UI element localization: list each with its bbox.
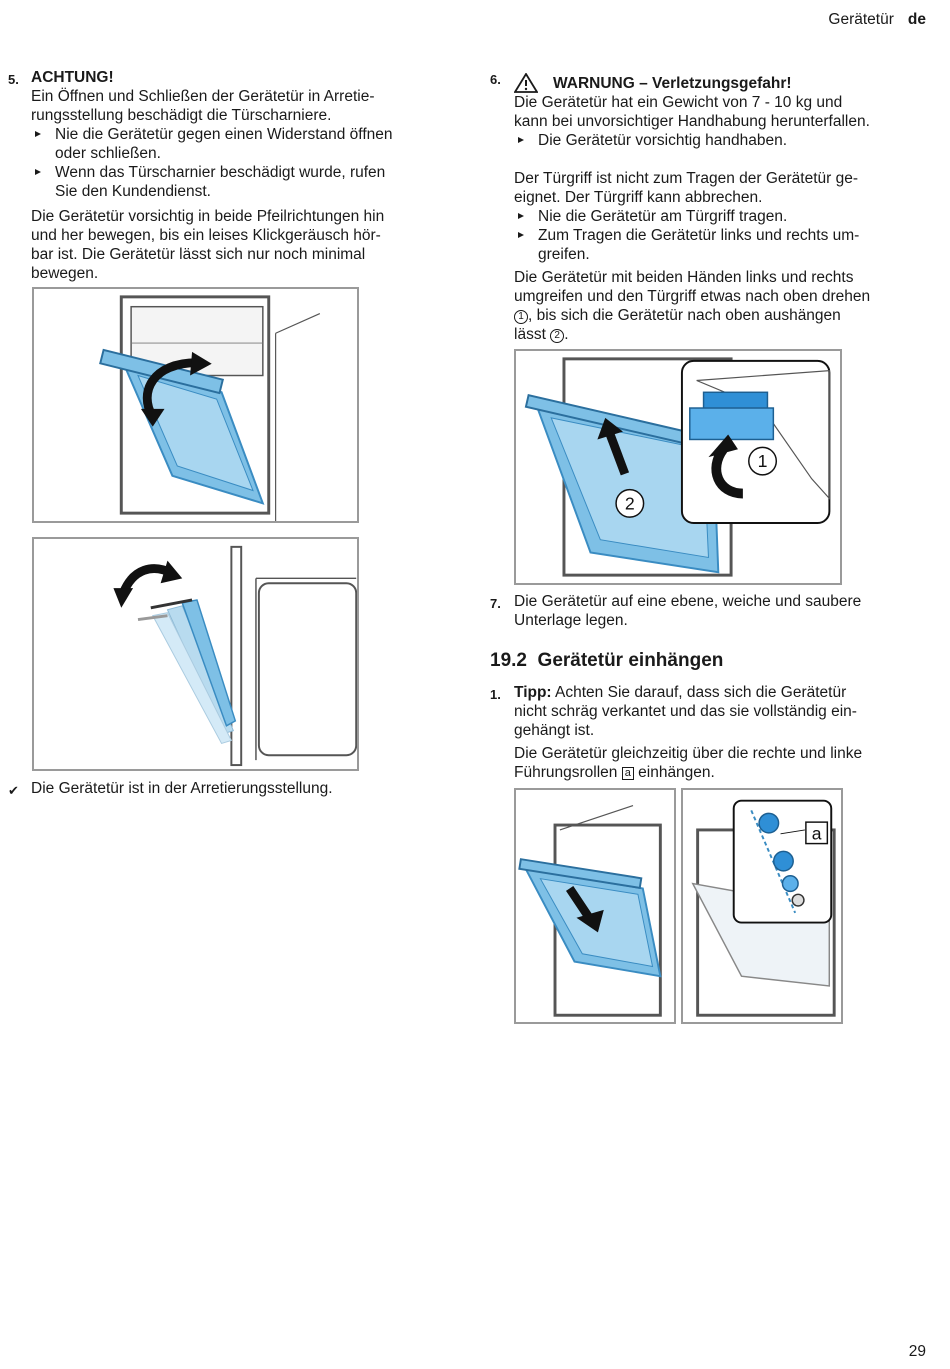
- guide-rollers-illustration: a: [691, 799, 836, 1017]
- door-move-illustration: [99, 295, 321, 521]
- hinge-illustration: [113, 545, 357, 767]
- tip-line-2: nicht schräg verkantet und das sie volls…: [514, 703, 857, 720]
- tip-line-1: Tipp: Achten Sie darauf, dass sich die G…: [514, 684, 847, 701]
- handle-bullet-1: Nie die Gerätetür am Türgriff tragen.: [514, 207, 934, 226]
- callout-2: 2: [625, 493, 635, 513]
- step-6-number: 6.: [490, 72, 501, 87]
- header-language: de: [907, 11, 926, 28]
- warning-bullet: Die Gerätetür vorsichtig handhaben.: [514, 131, 934, 150]
- warning-line-2: kann bei unvorsichtiger Handhabung herun…: [514, 113, 870, 130]
- door-hang-illustration: [518, 804, 662, 1017]
- figure-guide-rollers: a: [681, 788, 843, 1024]
- callout-ref-1: 1: [514, 310, 528, 324]
- instruction-line-4: bewegen.: [31, 265, 99, 282]
- step-5-number: 5.: [8, 72, 19, 87]
- warning-title: WARNUNG – Verletzungsgefahr!: [553, 75, 792, 92]
- step-5-text: ACHTUNG! Ein Öffnen und Schließen der Ge…: [31, 68, 451, 283]
- section-number: 19.2: [490, 650, 527, 671]
- header-section: Gerätetür: [828, 11, 894, 28]
- instruction-line-1: Die Gerätetür vorsichtig in beide Pfeilr…: [31, 208, 385, 225]
- instruction-line-3: bar ist. Die Gerätetür lässt sich nur no…: [31, 246, 366, 263]
- caution-bullet-2: Wenn das Türscharnier beschädigt wurde, …: [31, 163, 451, 201]
- result-text: Die Gerätetür ist in der Arretierungsste…: [31, 780, 333, 797]
- step-6-text: WARNUNG – Verletzungsgefahr! Die Gerätet…: [514, 74, 934, 344]
- warning-triangle-icon: [513, 72, 539, 98]
- instruction-line-2: und her bewegen, bis ein leises Klickger…: [31, 227, 381, 244]
- callout-1: 1: [758, 451, 768, 471]
- page-number: 29: [908, 1343, 926, 1360]
- step-7-text: Die Gerätetür auf eine ebene, weiche und…: [514, 593, 862, 629]
- caution-bullet-1: Nie die Gerätetür gegen einen Widerstand…: [31, 125, 451, 163]
- handle-line-2: eignet. Der Türgriff kann abbrechen.: [514, 189, 763, 206]
- callout-a: a: [812, 824, 822, 844]
- handle-bullet-2: Zum Tragen die Gerätetür links und recht…: [514, 226, 934, 264]
- remove-line-3: 1, bis sich die Gerätetür nach oben aush…: [514, 306, 934, 325]
- figure-door-remove: 2 1: [514, 349, 842, 585]
- remove-line-4: lässt 2.: [514, 326, 569, 343]
- handle-line-1: Der Türgriff ist nicht zum Tragen der Ge…: [514, 170, 859, 187]
- page-header: Gerätetür de: [828, 10, 926, 29]
- step-7-number: 7.: [490, 596, 501, 611]
- remove-line-2: umgreifen und den Türgriff etwas nach ob…: [514, 288, 871, 305]
- tip-line-3: gehängt ist.: [514, 722, 595, 739]
- warning-line-1: Die Gerätetür hat ein Gewicht von 7 - 10…: [514, 94, 843, 111]
- result-check-icon: ✔: [8, 783, 19, 798]
- callout-ref-2: 2: [550, 329, 565, 343]
- section-title: Gerätetür einhängen: [537, 650, 724, 671]
- figure-hinge-position: [32, 537, 359, 771]
- door-remove-illustration: 2 1: [524, 357, 831, 577]
- figure-door-hang: [514, 788, 676, 1024]
- figure-door-move: [32, 287, 359, 523]
- hang-line-1: Die Gerätetür gleichzeitig über die rech…: [514, 745, 863, 762]
- step-1-text: Tipp: Achten Sie darauf, dass sich die G…: [514, 683, 934, 782]
- step-1-number: 1.: [490, 687, 501, 702]
- tip-label: Tipp:: [514, 684, 552, 701]
- section-heading: 19.2 Gerätetür einhängen: [490, 651, 723, 670]
- caution-title: ACHTUNG!: [31, 69, 114, 86]
- caution-line-1: Ein Öffnen und Schließen der Gerätetür i…: [31, 88, 375, 105]
- remove-line-1: Die Gerätetür mit beiden Händen links un…: [514, 269, 854, 286]
- hang-line-2: Führungsrollen a einhängen.: [514, 764, 715, 781]
- caution-line-2: rungsstellung beschädigt die Türscharnie…: [31, 107, 332, 124]
- callout-ref-a: a: [621, 767, 634, 780]
